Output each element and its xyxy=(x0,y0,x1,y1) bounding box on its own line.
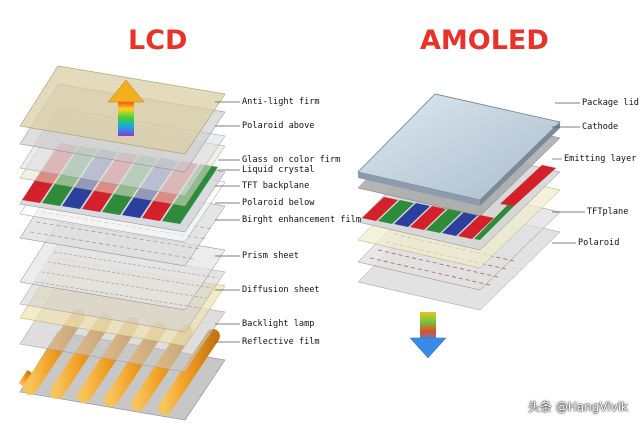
lcd-leader-lines xyxy=(215,101,240,343)
lcd-title: LCD xyxy=(128,25,188,56)
amoled-package-lid-edge xyxy=(358,172,480,206)
amoled-color-subpixels xyxy=(362,165,556,240)
lcd-prism-ridges xyxy=(35,251,219,309)
amoled-leader-lines xyxy=(552,102,585,244)
lcd-label-anti-light-firm: Anti-light firm xyxy=(242,97,320,107)
lcd-label-prism-sheet: Prism sheet xyxy=(242,251,299,261)
amoled-label-tftplane: TFTplane xyxy=(587,207,629,217)
rainbow-up-arrow-icon xyxy=(107,79,145,136)
lcd-label-reflective-film: Reflective film xyxy=(242,337,320,347)
amoled-label-cathode: Cathode xyxy=(582,122,619,132)
lcd-label-polaroid-below: Polaroid below xyxy=(242,198,315,208)
lcd-label-diffusion-sheet: Diffusion sheet xyxy=(242,285,320,295)
amoled-label-polaroid: Polaroid xyxy=(578,238,620,248)
lcd-label-backlight-lamp: Backlight lamp xyxy=(242,319,315,329)
lcd-label-glass-on-color-firm: Glass on color firm xyxy=(242,155,341,165)
amoled-label-emitting-layer: Emitting layer xyxy=(564,154,637,164)
amoled-title: AMOLED xyxy=(420,25,549,56)
lcd-label-liquid-crystal: Liquid crystal xyxy=(242,165,315,175)
amoled-package-lid-side xyxy=(480,122,560,206)
amoled-layer-stack xyxy=(357,93,561,359)
lcd-label-polaroid-above: Polaroid above xyxy=(242,121,315,131)
backlight-lamp-tube xyxy=(158,329,220,415)
amoled-label-package-lid: Package lid xyxy=(582,98,639,108)
watermark-text: 头条 @HangVivik xyxy=(527,400,628,414)
lcd-layer-stack xyxy=(18,65,226,421)
lcd-label-birght-enhancement-film: Birght enhancement film xyxy=(242,215,361,225)
rainbow-down-arrow-icon xyxy=(409,312,447,359)
lcd-label-tft-backplane: TFT backplane xyxy=(242,181,310,191)
